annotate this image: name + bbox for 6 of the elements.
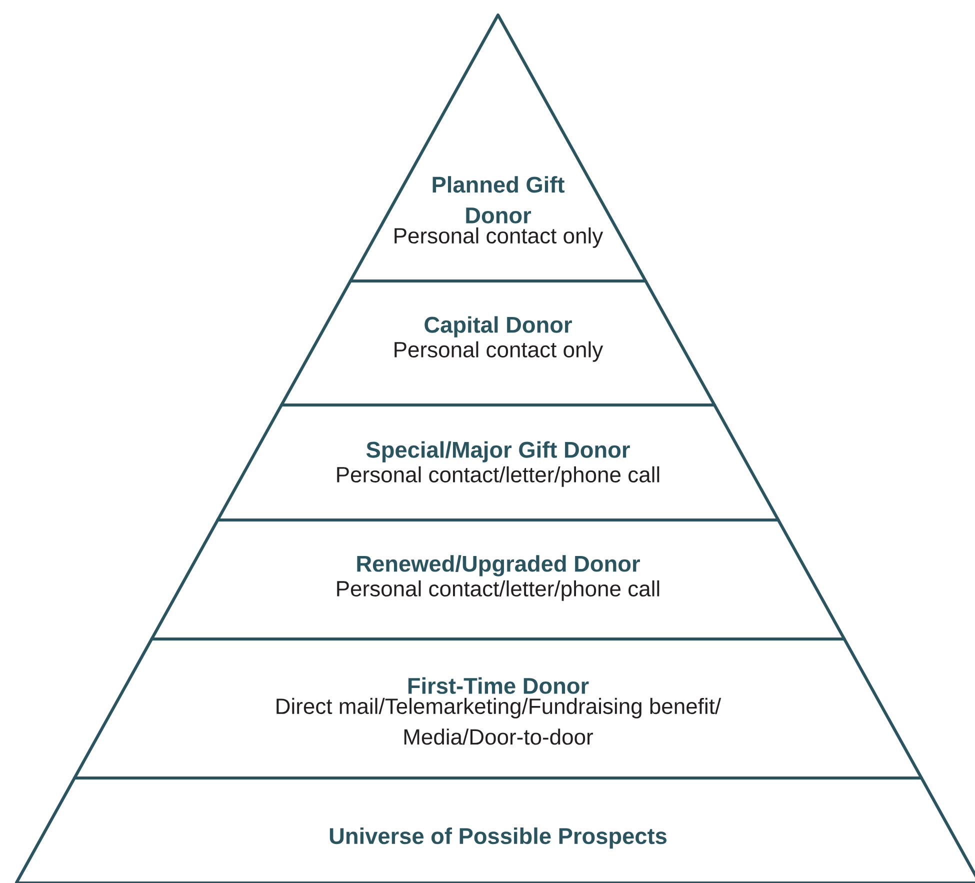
pyramid-tier: First-Time Donor Direct mail/Telemarketing/Fundraising benefit/ Media/Door-to-door bbox=[73, 638, 923, 780]
pyramid-tier: Universe of Possible Prospects bbox=[14, 776, 975, 883]
pyramid-tier: Renewed/Upgraded Donor Personal contact/letter/phone call bbox=[150, 518, 846, 640]
pyramid-tier: Special/Major Gift Donor Personal contact/letter/phone call bbox=[216, 404, 780, 522]
pyramid-tier: Capital Donor Personal contact only bbox=[280, 280, 716, 406]
pyramid-tier: Planned Gift Donor Personal contact only bbox=[348, 14, 648, 282]
